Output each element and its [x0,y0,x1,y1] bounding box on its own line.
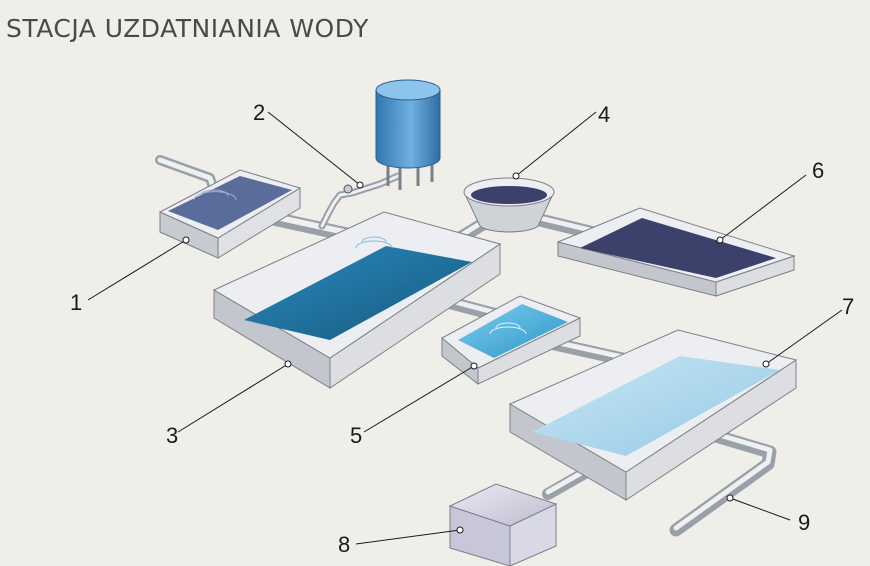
callout-dots [182,172,770,534]
label-9: 9 [798,510,810,535]
label-3: 3 [166,423,178,448]
pump-box-8 [448,483,558,566]
diagram-title: STACJA UZDATNIANIA WODY [6,14,369,43]
tank-6 [556,207,796,297]
label-8: 8 [338,532,350,557]
chemical-tank [343,79,441,194]
tank-5 [441,295,582,386]
tank-4 [463,177,555,233]
label-1: 1 [70,290,82,315]
label-5: 5 [350,423,362,448]
label-7: 7 [842,294,854,319]
tank-3 [212,211,502,389]
label-2: 2 [253,100,265,125]
callouts [87,111,843,545]
label-6: 6 [812,158,824,183]
tank-7 [508,329,798,501]
tank-1 [158,169,302,259]
label-4: 4 [598,102,610,127]
